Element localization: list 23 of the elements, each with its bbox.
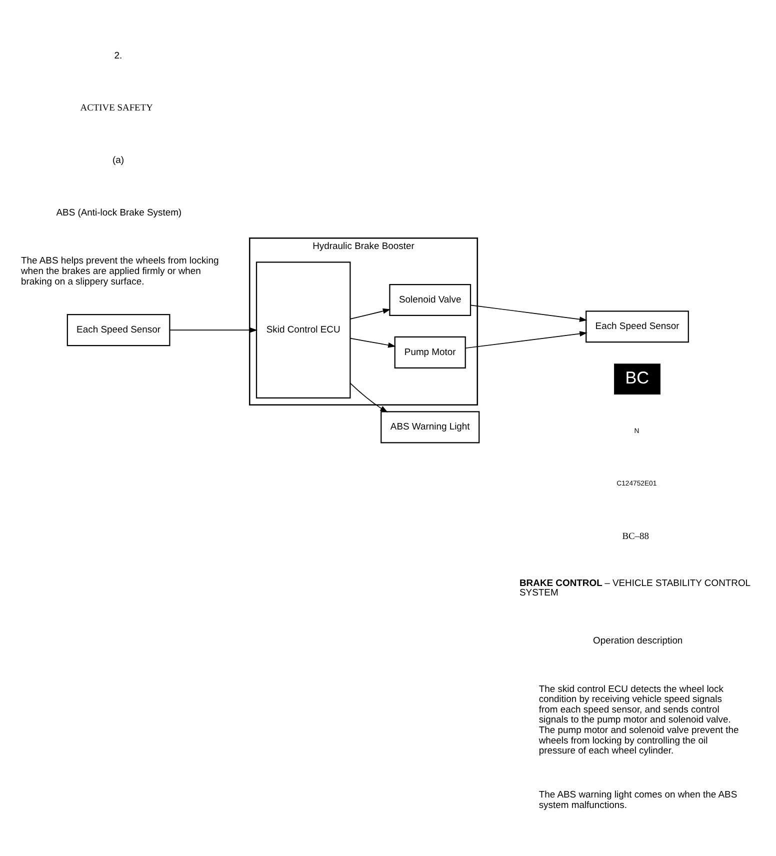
label: Operation description	[592, 635, 683, 646]
label: (a)	[112, 154, 124, 166]
label: 2.	[114, 50, 122, 61]
arrow	[350, 382, 388, 412]
label: ACTIVE SAFETY	[80, 103, 153, 114]
label: BRAKE CONTROL – VEHICLE STABILITY CONTROL SYSTEM	[520, 578, 751, 598]
node-box: Pump Motor	[394, 336, 466, 368]
arrow	[350, 308, 391, 319]
label: ABS (Anti-lock Brake System)	[56, 207, 182, 218]
label: BC	[625, 366, 650, 387]
node-box: Solenoid Valve	[389, 283, 472, 316]
node-box: Skid Control ECU	[256, 261, 351, 398]
arrow	[470, 304, 588, 322]
arrow	[350, 337, 396, 348]
arrow	[169, 326, 258, 332]
label: The ABS helps prevent the wheels from locking when the brakes are applied firmly or when braking on a slippery surface.	[20, 255, 219, 287]
node-box: Each Speed Sensor	[66, 314, 170, 346]
arrow	[464, 330, 588, 348]
label: The skid control ECU detects the wheel lock condition by receiving vehicle speed signals from each speed sensor, and sends control signals to the pump motor and solenoid valve. The pump motor and solenoid valve prevent the wheels from locking by controlling the oil pressure of each wheel cylinder.	[538, 683, 739, 756]
node-box: ABS Warning Light	[380, 410, 480, 443]
label: The ABS warning light comes on when the ABS system malfunctions.	[538, 788, 738, 810]
node-box: Each Speed Sensor	[586, 310, 689, 342]
label: BC–88	[622, 531, 649, 542]
